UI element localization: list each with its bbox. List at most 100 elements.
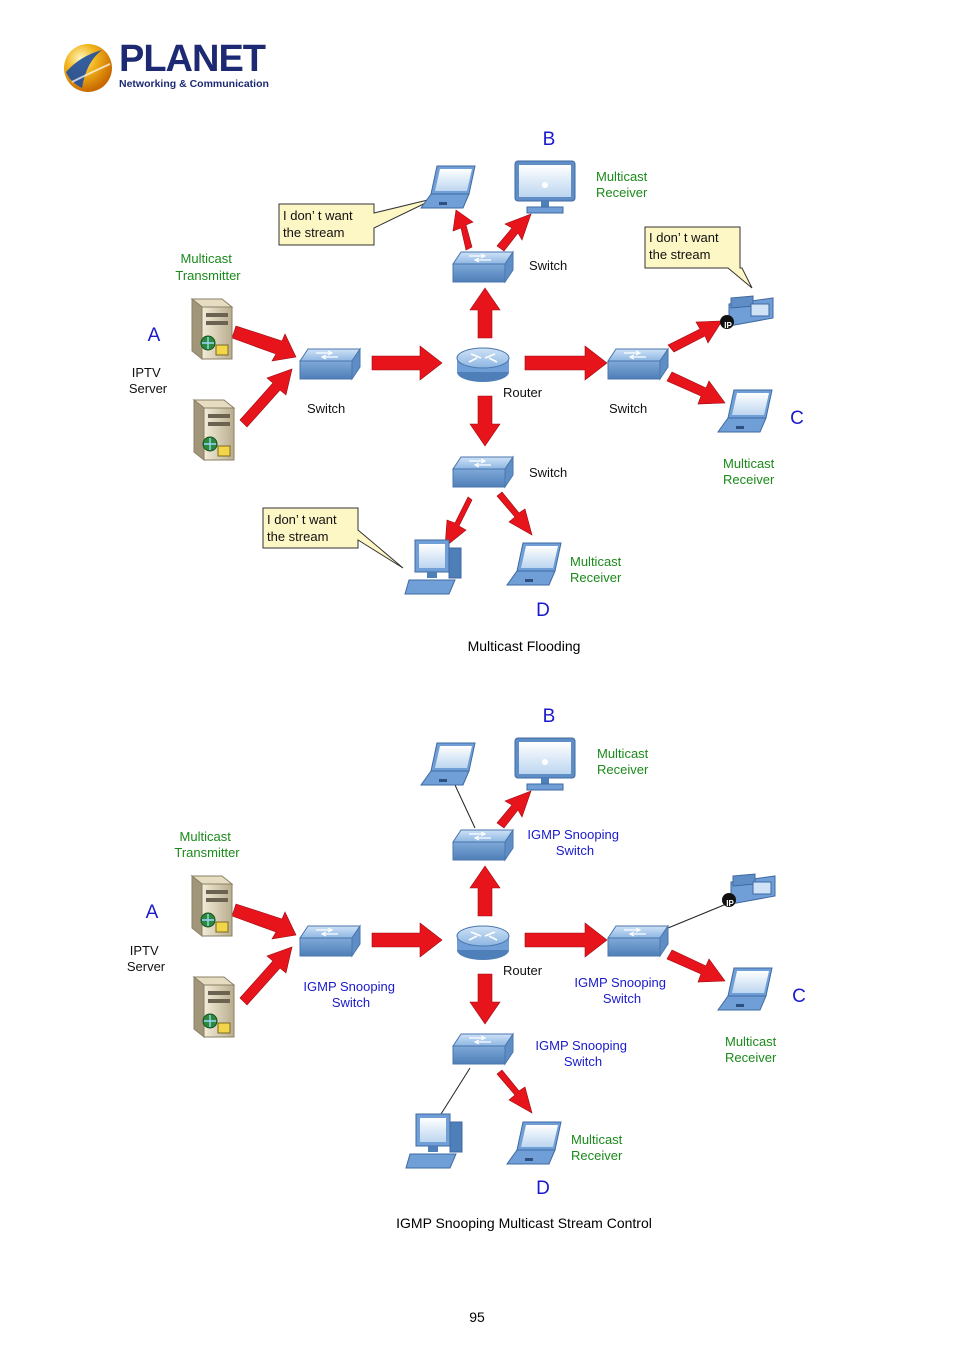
arrow-server2-to-switch: [239, 368, 293, 428]
label-receiver-d: Multicast Receiver: [570, 554, 625, 585]
arrow2-server2-to-switch: [239, 946, 293, 1006]
arrow-server1-to-switch: [231, 325, 297, 362]
callout-b-line2: the stream: [283, 225, 344, 240]
svg-text:I don’ t want the stream: I don’ t want the stream: [649, 230, 722, 262]
label-letter-d: D: [536, 600, 550, 621]
arrow2-switch-to-router: [371, 922, 443, 958]
label-receiver-d-line2: Receiver: [570, 570, 622, 585]
link-switch-bottom-to-desktop: [435, 1067, 471, 1123]
callout-b: I don’ t want the stream: [278, 197, 437, 246]
callout-c: I don’ t want the stream: [644, 226, 753, 289]
label-receiver-d-line1: Multicast: [570, 554, 622, 569]
label-transmitter: Multicast Transmitter: [175, 251, 241, 283]
label-switch-right: Switch: [609, 401, 647, 416]
arrow2-router-to-switch-top: [469, 865, 501, 917]
laptop2-icon-c: [717, 967, 773, 1011]
laptop-icon-c: [717, 389, 773, 433]
ip-badge: IP: [724, 321, 732, 330]
label2-receiver-c: Multicast Receiver: [725, 1034, 780, 1065]
svg-text:I don’ t want the stream: I don’ t want the stream: [283, 208, 356, 240]
label-letter-a: A: [148, 325, 161, 346]
link-switch-right-to-phone: [667, 904, 725, 929]
label2-switch-right-line2: Switch: [603, 991, 641, 1006]
label-receiver-b-line2: Receiver: [596, 185, 648, 200]
switch2-icon-bottom: [452, 1033, 514, 1065]
arrow-switch-bottom-to-laptop: [496, 491, 533, 536]
label2-receiver-c-line1: Multicast: [725, 1034, 777, 1049]
label2-receiver-d-line2: Receiver: [571, 1148, 623, 1163]
label2-server-line1: IPTV: [130, 943, 159, 958]
switch2-icon-right: [607, 925, 669, 957]
label2-transmitter-line1: Multicast: [180, 829, 232, 844]
callout-d-line1: I don’ t want: [267, 512, 337, 527]
label-server-line1: IPTV: [132, 365, 161, 380]
caption-igmp-snooping: IGMP Snooping Multicast Stream Control: [396, 1215, 652, 1231]
laptop2-icon-b: [420, 742, 476, 786]
stream-arrows: [231, 790, 726, 1114]
label2-switch-bottom-line2: Switch: [564, 1054, 602, 1069]
arrow-router-to-switch-bottom: [469, 395, 501, 447]
page-number: 95: [469, 1309, 485, 1325]
label2-letter-d: D: [536, 1178, 550, 1199]
arrow-switch-to-router: [371, 345, 443, 381]
arrow2-switch-right-to-laptop: [666, 949, 726, 983]
label-transmitter-line2: Transmitter: [175, 268, 241, 283]
server2-icon-top: [191, 875, 233, 937]
arrow-switch-bottom-to-desktop: [444, 496, 473, 548]
label2-switch-left-line1: IGMP Snooping: [303, 979, 395, 994]
label-receiver-c-line2: Receiver: [723, 472, 775, 487]
label-letter-c: C: [790, 408, 804, 429]
arrow-switch-top-to-monitor: [496, 213, 532, 252]
router-icon: [456, 347, 510, 383]
label2-letter-b: B: [543, 706, 556, 727]
label-server: IPTV Server: [129, 365, 168, 396]
router2-icon: [456, 925, 510, 961]
arrow-router-to-switch-right: [524, 345, 608, 381]
planet-globe-icon: [64, 44, 112, 92]
arrow2-router-to-switch-right: [524, 922, 608, 958]
diagram-multicast-flooding: B A C D Multicast Transmitter Multicast …: [129, 129, 804, 621]
laptop-icon-b: [420, 165, 476, 209]
caption-multicast-flooding: Multicast Flooding: [467, 638, 581, 654]
label-receiver-b-line1: Multicast: [596, 169, 648, 184]
arrow-router-to-switch-top: [469, 287, 501, 339]
label2-receiver-b-line1: Multicast: [597, 746, 649, 761]
callout-d-line2: the stream: [267, 529, 328, 544]
callout-c-line1: I don’ t want: [649, 230, 719, 245]
switch-icon-left: [299, 348, 361, 380]
brand-name: PLANET: [119, 38, 266, 80]
monitor-icon-b: [514, 160, 576, 214]
callout-b-line1: I don’ t want: [283, 208, 353, 223]
label2-receiver-b-line2: Receiver: [597, 762, 649, 777]
label2-letter-a: A: [146, 902, 159, 923]
desktop2-icon-d: [405, 1113, 463, 1169]
arrow-switch-top-to-laptop: [452, 209, 474, 251]
label-receiver-b: Multicast Receiver: [596, 169, 651, 200]
idle-links: [435, 784, 725, 1123]
label2-switch-top: IGMP Snooping Switch: [527, 827, 622, 858]
arrow-switch-right-to-laptop: [666, 371, 726, 405]
label-switch-top: Switch: [529, 258, 567, 273]
label2-switch-left: IGMP Snooping Switch: [303, 979, 398, 1010]
label2-server-line2: Server: [127, 959, 166, 974]
desktop-icon-d: [404, 539, 462, 595]
diagram-igmp-snooping: B A C D Multicast Transmitter Multicast …: [127, 706, 806, 1199]
arrow2-switch-bottom-to-laptop: [496, 1069, 533, 1114]
switch-icon-right: [607, 348, 669, 380]
label-transmitter-line1: Multicast: [181, 251, 233, 266]
label2-receiver-d-line1: Multicast: [571, 1132, 623, 1147]
label-switch-bottom: Switch: [529, 465, 567, 480]
arrow-switch-right-to-phone: [667, 320, 723, 353]
link-switch-top-to-laptop: [454, 784, 476, 829]
label-receiver-c: Multicast Receiver: [723, 456, 778, 487]
switch-icon-top: [452, 251, 514, 283]
label2-letter-c: C: [792, 986, 806, 1007]
label2-switch-right: IGMP Snooping Switch: [574, 975, 669, 1006]
label2-receiver-b: Multicast Receiver: [597, 746, 652, 777]
callout-c-line2: the stream: [649, 247, 710, 262]
switch2-icon-top: [452, 829, 514, 861]
label2-switch-right-line1: IGMP Snooping: [574, 975, 666, 990]
label-receiver-c-line1: Multicast: [723, 456, 775, 471]
arrow2-router-to-switch-bottom: [469, 973, 501, 1025]
arrow2-server1-to-switch: [231, 903, 297, 940]
